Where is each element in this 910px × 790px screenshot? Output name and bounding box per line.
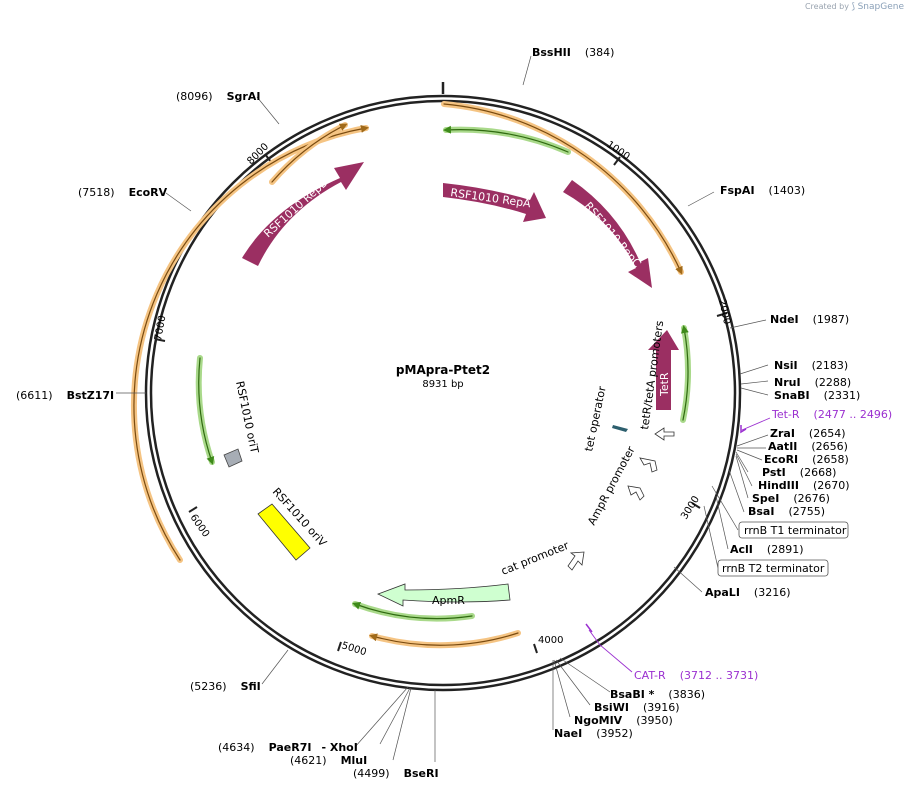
site-bstz17i: (6611)BstZ17I (16, 389, 114, 402)
site-ndei: NdeI(1987) (770, 313, 849, 326)
tet-r-primer-line (741, 417, 771, 431)
tick-7000: 7000 (153, 315, 168, 342)
plasmid-size: 8931 bp (422, 379, 463, 390)
tet-operator-box (612, 425, 628, 432)
ampr-promoter-arrow-2 (627, 485, 645, 501)
credit: Created by ⟆ SnapGene (805, 2, 904, 12)
orf-arcs (130, 101, 691, 649)
site-bsai: BsaI(2755) (748, 505, 825, 518)
tetr-arrow (648, 330, 679, 410)
site-zrai: ZraI(2654) (770, 427, 846, 440)
repa-arrow (443, 183, 546, 222)
site-bsshii: BssHII(384) (532, 46, 614, 59)
snapgene-logo-icon: ⟆ (851, 2, 856, 12)
cat-promoter-label: cat promoter (499, 539, 571, 578)
leader-lines (116, 55, 769, 762)
site-bseri: (4499)BseRI (353, 767, 439, 780)
orit-label: RSF1010 oriT (233, 380, 261, 455)
site-bsabi: BsaBI *(3836) (610, 688, 705, 701)
site-ngomiv: NgoMIV(3950) (574, 714, 673, 727)
rrnb-t1-box (738, 521, 849, 539)
backbone-inner (149, 99, 737, 687)
site-psti: PstI(2668) (762, 466, 836, 479)
orit-box (223, 448, 243, 468)
tet-operator-label: tet operator (582, 385, 609, 453)
site-sgrai: (8096)SgrAI (176, 90, 260, 103)
repc-arrow (563, 180, 652, 288)
tick-4000: 4000 (538, 635, 563, 646)
site-rrnb-t2: rrnB T2 terminator (722, 562, 825, 575)
tet-r-primer-mark (740, 425, 747, 434)
site-nsii: NsiI(2183) (774, 359, 848, 372)
site-cat-r-primer: CAT-R(3712 .. 3731) (634, 669, 758, 682)
tick-6000: 6000 (188, 512, 212, 539)
site-acli: AclI(2891) (730, 543, 803, 556)
cat-promoter-arrow (567, 551, 585, 571)
site-sfii: (5236)SfiI (190, 680, 261, 693)
credit-brand: SnapGene (857, 2, 904, 12)
ticks (154, 153, 728, 654)
rrnb-t2-box (717, 559, 829, 577)
tetr-label: TetR (658, 372, 671, 397)
site-paer7i: (4634)PaeR7I- XhoI (218, 741, 358, 754)
cat-r-primer-line (588, 629, 633, 673)
ampr-promoter-label: AmpR promoter (585, 444, 638, 528)
oriv-box (257, 503, 311, 561)
repc-label: RSF1010 RepC (582, 200, 644, 271)
tet-promoter-arrow (654, 427, 675, 441)
site-ecorv: (7518)EcoRV (78, 186, 168, 199)
site-apali: ApaLI(3216) (705, 586, 791, 599)
site-tet-r-primer: Tet-R(2477 .. 2496) (771, 408, 892, 421)
tick-2000: 2000 (716, 298, 732, 325)
site-nrui: NruI(2288) (774, 376, 851, 389)
site-ecori: EcoRI(2658) (764, 453, 849, 466)
repb-label: RSF1010 RepB (261, 176, 330, 240)
site-aatii: AatII(2656) (768, 440, 848, 453)
site-mlui: (4621)MluI (290, 754, 367, 767)
site-hindiii: HindIII(2670) (758, 479, 850, 492)
site-snabi: SnaBI(2331) (774, 389, 860, 402)
repb-arrow (242, 162, 364, 266)
site-rrnb-t1: rrnB T1 terminator (744, 524, 847, 537)
plasmid-name: pMApra-Ptet2 (396, 363, 490, 377)
site-bsiwi: BsiWI(3916) (594, 701, 680, 714)
apmr-arrow (376, 583, 511, 607)
credit-prefix: Created by (804, 2, 849, 11)
site-spei: SpeI(2676) (752, 492, 830, 505)
site-naei: NaeI(3952) (554, 727, 633, 740)
apmr-label: ApmR (432, 594, 465, 607)
cat-r-primer-mark (585, 623, 593, 633)
repa-label: RSF1010 RepA (450, 186, 532, 210)
tick-5000: 5000 (340, 640, 368, 658)
ampr-promoter-arrow-1 (639, 457, 658, 473)
site-fspai: FspAI(1403) (720, 184, 805, 197)
